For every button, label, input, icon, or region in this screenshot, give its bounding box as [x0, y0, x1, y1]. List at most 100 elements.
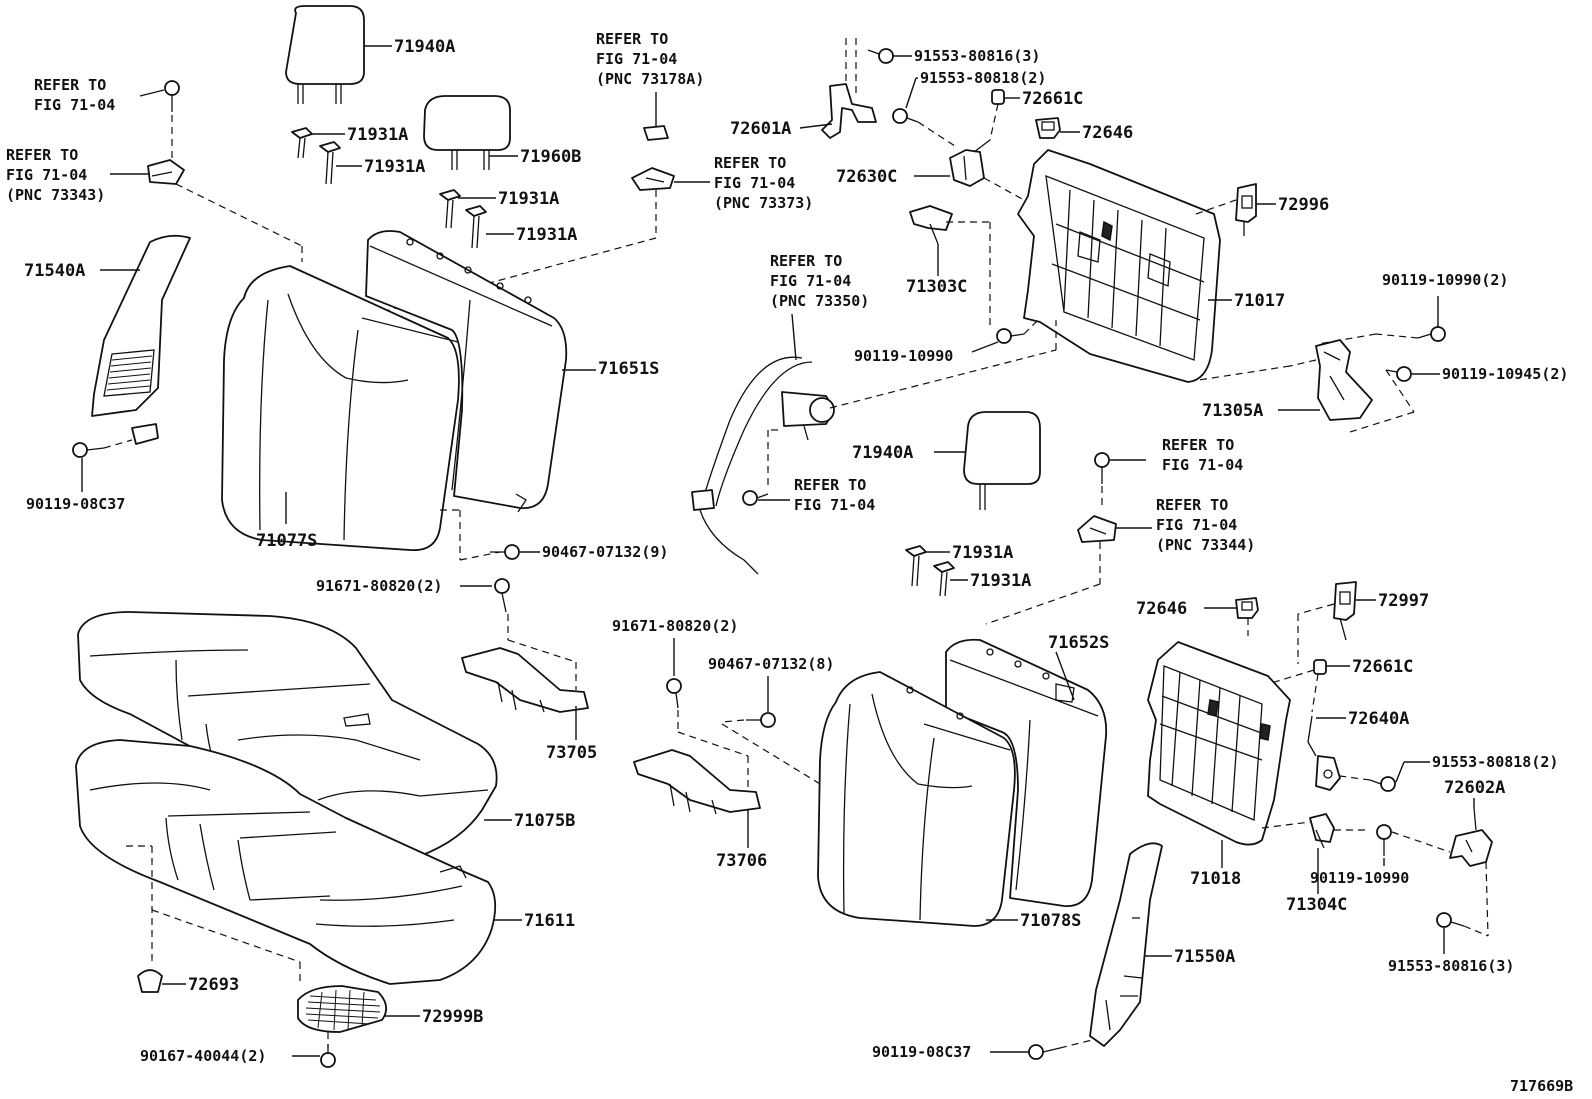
- lock-72630C[interactable]: [949, 139, 991, 187]
- cover-ref-73373[interactable]: [631, 167, 675, 191]
- label-71540A: 71540A: [24, 261, 85, 281]
- svg-text:FIG 71-04: FIG 71-04: [6, 166, 87, 184]
- screw-90167-40044[interactable]: [320, 1044, 336, 1068]
- knob-72646-bottom[interactable]: [1235, 597, 1259, 619]
- svg-text:(PNC 73373): (PNC 73373): [714, 194, 813, 212]
- label-72996: 72996: [1278, 195, 1329, 215]
- seatback-frame-71017[interactable]: [1017, 149, 1221, 383]
- hinge-73706[interactable]: [633, 749, 761, 815]
- cover-72996[interactable]: [1235, 183, 1257, 236]
- bolt-90119-08C37-left[interactable]: [72, 442, 105, 458]
- guide-71931A-5[interactable]: [905, 545, 927, 587]
- hinge-73705[interactable]: [461, 647, 589, 713]
- label-71931A-5: 71931A: [952, 543, 1013, 563]
- headrest-71960B[interactable]: [423, 95, 511, 170]
- grille-72999B[interactable]: [297, 985, 388, 1033]
- bolt-90119-10990-right[interactable]: [1417, 326, 1446, 342]
- label-71960B: 71960B: [520, 147, 581, 167]
- guide-71931A-1[interactable]: [291, 127, 313, 159]
- bolt-90119-08C37-bottom[interactable]: [1028, 1044, 1061, 1060]
- svg-text:FIG 71-04: FIG 71-04: [1156, 516, 1237, 534]
- screw-belt-ref[interactable]: [742, 490, 769, 506]
- guide-71931A-4[interactable]: [465, 205, 487, 249]
- refer-note-8: REFER TO FIG 71-04 (PNC 73344): [1156, 496, 1255, 554]
- seatback-pad-71651S[interactable]: [365, 230, 568, 513]
- bolt-90467-07132-8[interactable]: [746, 712, 776, 728]
- seatback-frame-71018[interactable]: [1147, 641, 1291, 846]
- label-71305A: 71305A: [1202, 401, 1263, 421]
- seatback-cover-71078S[interactable]: [817, 671, 1016, 927]
- label-90467-07132-8: 90467-07132(8): [708, 655, 834, 673]
- label-90119-10990-2: 90119-10990(2): [1382, 271, 1508, 289]
- lock-72640A[interactable]: [1307, 715, 1341, 791]
- clip-72693[interactable]: [137, 969, 163, 993]
- refer-note-2: REFER TO FIG 71-04 (PNC 73343): [6, 146, 105, 204]
- cover-ref-73344[interactable]: [1077, 515, 1117, 543]
- cap-72661C-top[interactable]: [991, 89, 1005, 105]
- cover-72997[interactable]: [1333, 581, 1357, 641]
- svg-text:FIG 71-04: FIG 71-04: [770, 272, 851, 290]
- bolt-90119-10990-mid[interactable]: [996, 328, 1025, 344]
- svg-text:REFER TO: REFER TO: [1156, 496, 1228, 514]
- seat-belt-retractor[interactable]: [691, 356, 835, 575]
- label-71931A-2: 71931A: [364, 157, 425, 177]
- svg-text:FIG 71-04: FIG 71-04: [1162, 456, 1243, 474]
- guide-71931A-3[interactable]: [439, 189, 461, 229]
- label-71303C: 71303C: [906, 277, 967, 297]
- bolt-91671-80820-mid[interactable]: [666, 678, 682, 709]
- bolt-91553-80818-top[interactable]: [892, 108, 919, 124]
- seat-cushion-pad-71611[interactable]: [75, 739, 497, 985]
- bolt-90119-10990-bottom[interactable]: [1376, 824, 1392, 856]
- label-72661C-top: 72661C: [1022, 89, 1083, 109]
- bracket-71304C[interactable]: [1309, 813, 1335, 849]
- cover-ref-73343[interactable]: [147, 159, 185, 185]
- label-71931A-6: 71931A: [970, 571, 1031, 591]
- refer-note-6: REFER TO FIG 71-04: [794, 476, 875, 514]
- label-71931A-1: 71931A: [347, 125, 408, 145]
- svg-text:FIG 71-04: FIG 71-04: [794, 496, 875, 514]
- screw-ref-7[interactable]: [1094, 452, 1110, 484]
- label-91553-80818-2-top: 91553-80818(2): [920, 69, 1046, 87]
- headrest-71940A-top[interactable]: [285, 5, 365, 104]
- label-72997: 72997: [1378, 591, 1429, 611]
- knob-72646-top[interactable]: [1035, 117, 1061, 139]
- side-trim-71540A[interactable]: [91, 234, 191, 445]
- clip-ref-73178A[interactable]: [643, 125, 669, 141]
- bolt-91553-80818-bottom[interactable]: [1369, 776, 1396, 792]
- guide-71931A-2[interactable]: [319, 141, 341, 185]
- label-71075B: 71075B: [514, 811, 575, 831]
- bolt-90119-10945[interactable]: [1385, 366, 1412, 382]
- bolt-90467-07132-9[interactable]: [490, 544, 520, 560]
- bolt-91671-80820-left[interactable]: [494, 578, 510, 613]
- bracket-72601A[interactable]: [821, 83, 877, 139]
- label-71018: 71018: [1190, 869, 1241, 889]
- label-72630C: 72630C: [836, 167, 897, 187]
- bracket-71305A[interactable]: [1315, 339, 1373, 421]
- label-71940A-mid: 71940A: [852, 443, 913, 463]
- bracket-72602A[interactable]: [1449, 807, 1493, 867]
- bracket-71303C[interactable]: [909, 205, 953, 245]
- label-71550A: 71550A: [1174, 947, 1235, 967]
- refer-note-5: REFER TO FIG 71-04 (PNC 73350): [770, 252, 869, 310]
- label-73705: 73705: [546, 743, 597, 763]
- label-71078S: 71078S: [1020, 911, 1081, 931]
- cap-72661C-bottom[interactable]: [1313, 659, 1327, 675]
- svg-text:REFER TO: REFER TO: [6, 146, 78, 164]
- label-72646-bottom: 72646: [1136, 599, 1187, 619]
- screw-ref-1[interactable]: [164, 80, 180, 112]
- guide-71931A-6[interactable]: [933, 561, 955, 597]
- svg-text:REFER TO: REFER TO: [1162, 436, 1234, 454]
- label-91553-80818-2-bottom: 91553-80818(2): [1432, 753, 1558, 771]
- svg-text:(PNC 73178A): (PNC 73178A): [596, 70, 704, 88]
- bolt-91553-80816-top[interactable]: [867, 48, 894, 64]
- label-90119-10990-bottom: 90119-10990: [1310, 869, 1409, 887]
- bolt-91553-80816-bottom[interactable]: [1436, 912, 1465, 928]
- seatback-cover-71077S[interactable]: [221, 265, 460, 551]
- label-71077S: 71077S: [256, 531, 317, 551]
- seatback-pad-71652S[interactable]: [945, 638, 1108, 907]
- label-71931A-3: 71931A: [498, 189, 559, 209]
- headrest-71940A-mid[interactable]: [963, 411, 1041, 510]
- diagram-code: 717669B: [1510, 1077, 1573, 1095]
- side-trim-71550A[interactable]: [1089, 842, 1163, 1047]
